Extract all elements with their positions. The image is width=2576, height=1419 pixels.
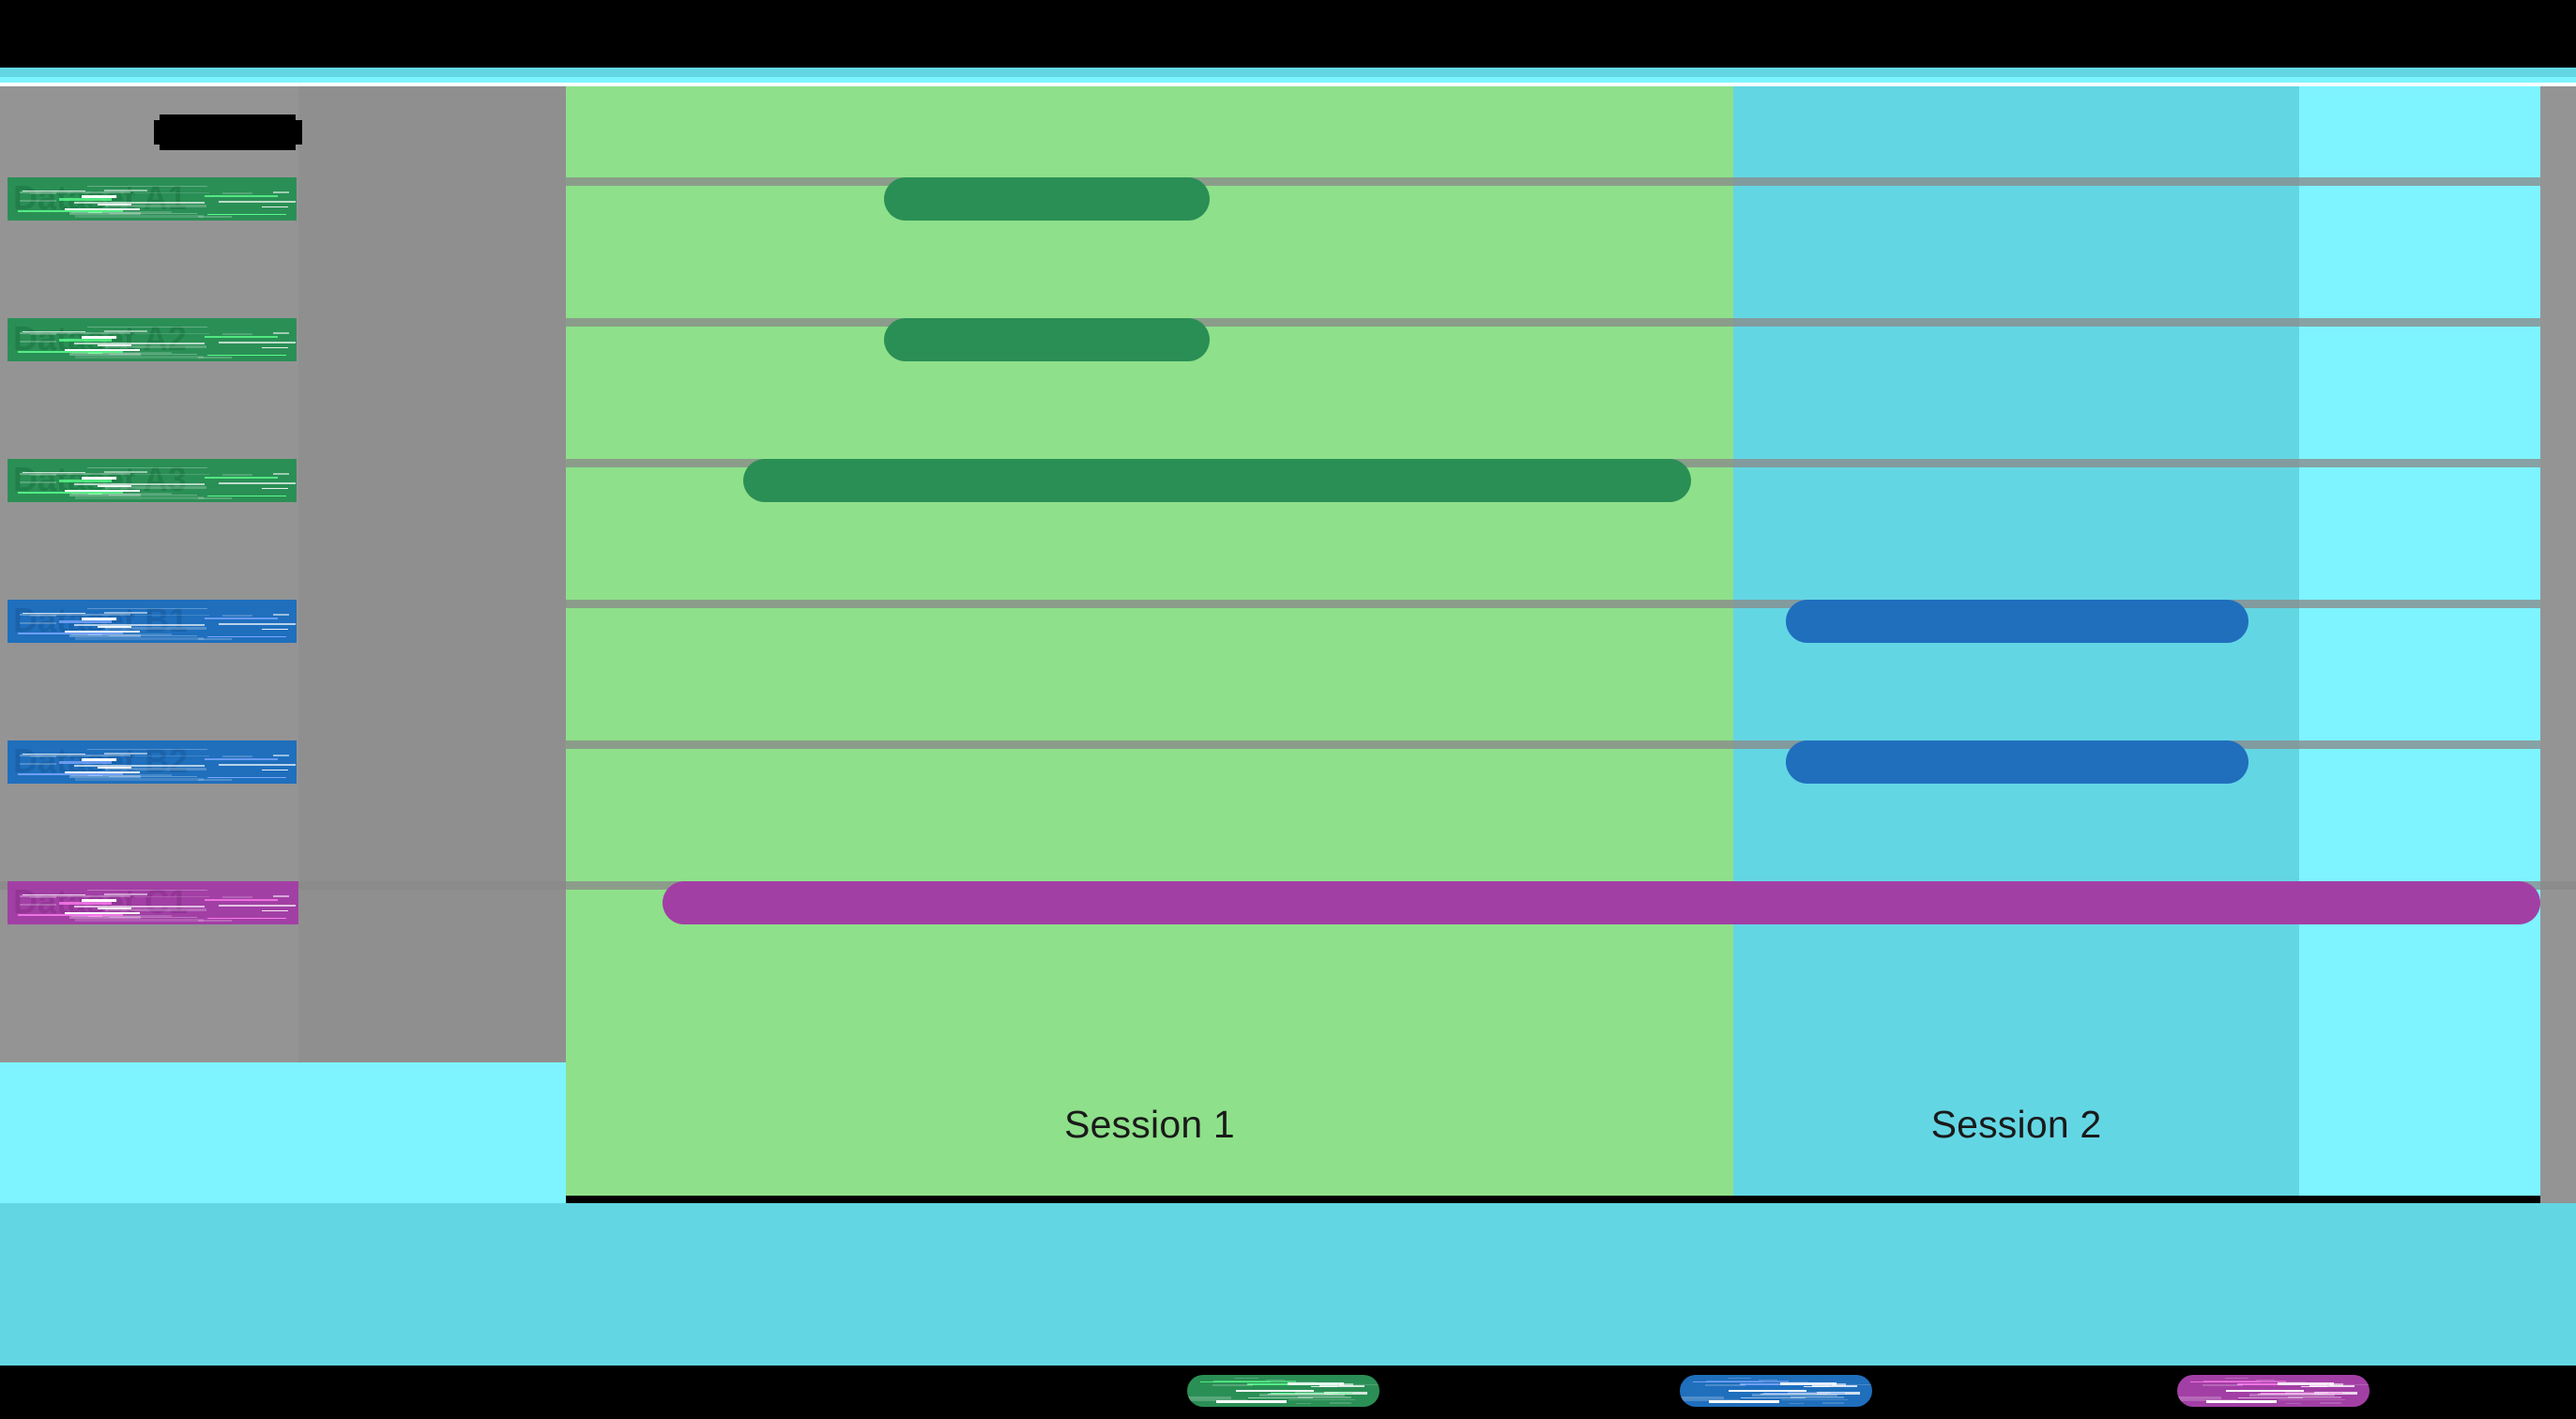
- top-accent-strip-1: [0, 68, 2576, 77]
- right-margin-panel: [2540, 86, 2576, 1203]
- y-axis-label-dataset-a2: Dataset A2: [8, 318, 297, 361]
- legend-item[interactable]: [1680, 1375, 1872, 1407]
- chart-row: Dataset A3: [0, 410, 2576, 551]
- chart-row: Dataset A2: [0, 269, 2576, 410]
- y-axis-label-dataset-a1: Dataset A1: [8, 177, 297, 221]
- session-band-1-label: Session 1: [1064, 1103, 1235, 1146]
- footer-cyan-block: [0, 1062, 566, 1203]
- chart-gridline: [566, 318, 2540, 327]
- chart-row: Dataset B2: [0, 692, 2576, 832]
- session-band-2-label: Session 2: [1930, 1103, 2102, 1146]
- y-axis-label-dataset-b1: Dataset B1: [8, 600, 297, 643]
- gantt-bar[interactable]: [883, 318, 1210, 361]
- y-axis-label-dataset-c1: Dataset C1: [8, 881, 298, 924]
- y-axis-label-dataset-b2: Dataset B2: [8, 740, 297, 784]
- gantt-bar[interactable]: [1786, 600, 2248, 643]
- top-accent-strip-3: [0, 83, 2576, 86]
- chart-title-redacted: [154, 114, 302, 150]
- chart-gridline: [566, 177, 2540, 186]
- chart-row: Dataset B1: [0, 551, 2576, 692]
- gantt-bar[interactable]: [883, 177, 1210, 221]
- legend-item[interactable]: [1187, 1375, 1379, 1407]
- legend-item[interactable]: [2177, 1375, 2370, 1407]
- gantt-bar[interactable]: [1786, 740, 2248, 784]
- chart-legend: [0, 1366, 2576, 1419]
- top-accent-strip-2: [0, 77, 2576, 83]
- chart-gridline: [566, 600, 2540, 608]
- chart-gridline: [566, 740, 2540, 749]
- gantt-bar[interactable]: [663, 881, 2540, 924]
- plot-rows: Dataset A1 Dataset A2 Dataset A3 Dataset B1…: [0, 86, 2576, 1062]
- gantt-bar[interactable]: [743, 459, 1692, 502]
- footer-band: [0, 1203, 2576, 1381]
- chart-row: Dataset A1: [0, 129, 2576, 269]
- session-band-1: Session 1: [566, 86, 1733, 1196]
- session-band-3: [2299, 86, 2540, 1196]
- y-axis-label-panel-2: [298, 86, 566, 1062]
- y-axis-label-dataset-a3: Dataset A3: [8, 459, 297, 502]
- chart-row: Dataset C1: [0, 832, 2576, 973]
